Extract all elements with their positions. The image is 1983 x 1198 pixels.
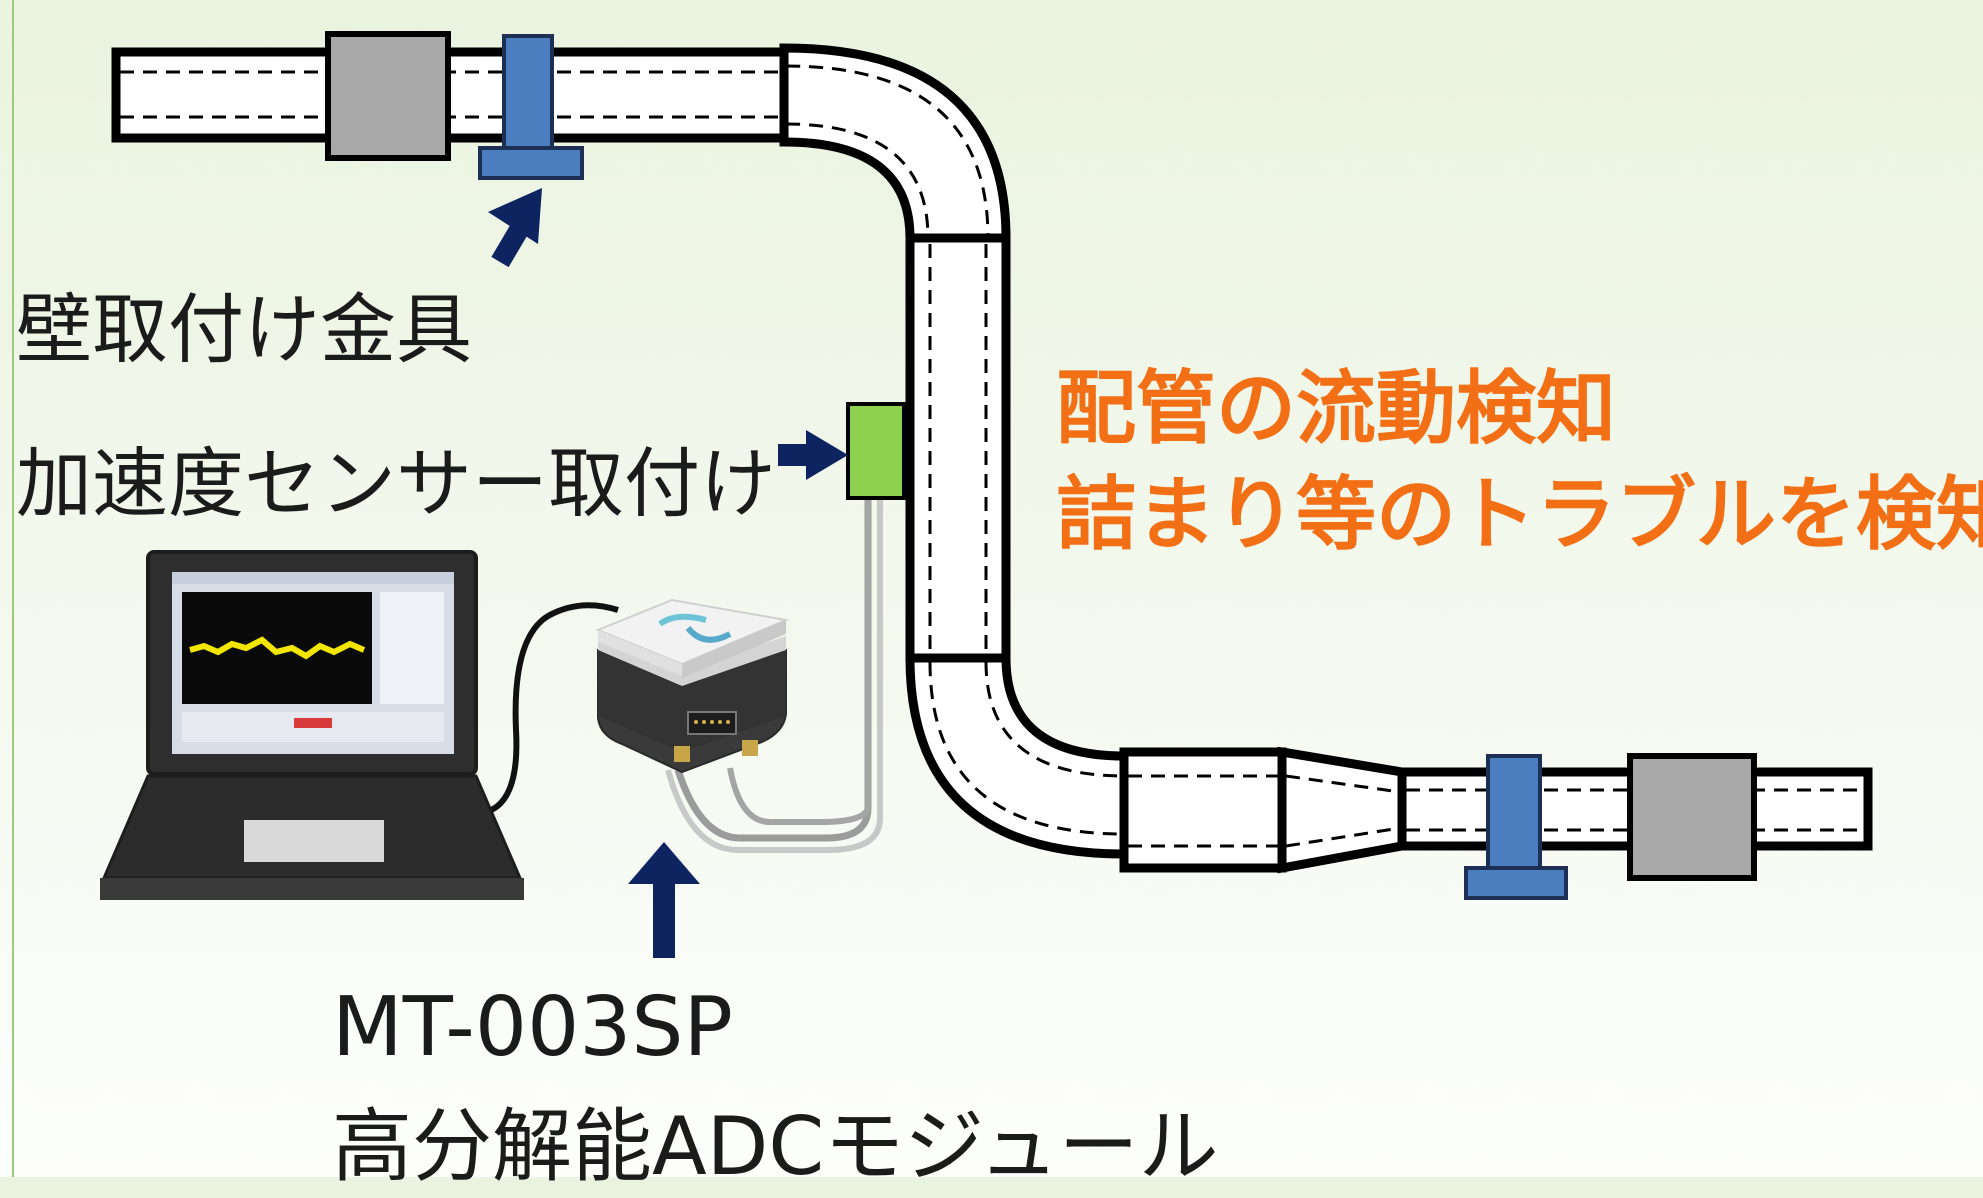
arrow-to-adc-module bbox=[628, 842, 700, 958]
left-border-line bbox=[12, 0, 14, 1177]
module-label: 高分解能ADCモジュール bbox=[332, 1100, 1219, 1193]
laptop-usb-cable bbox=[484, 602, 619, 815]
sensor-mount-label: 加速度センサー取付け bbox=[16, 439, 776, 528]
bottom-large-section bbox=[1119, 747, 1287, 873]
vertical-pipe bbox=[905, 233, 1011, 663]
lower-elbow bbox=[905, 653, 1129, 859]
adc-module bbox=[595, 598, 790, 774]
top-pipe bbox=[111, 47, 793, 143]
wall-bracket-label: 壁取付け金具 bbox=[16, 285, 472, 374]
headline-flow-detection: 配管の流動検知 bbox=[1056, 362, 1616, 455]
arrow-to-wall-bracket bbox=[488, 188, 542, 268]
model-label: MT-003SP bbox=[332, 980, 733, 1075]
cable-sensor-to-module bbox=[665, 498, 883, 853]
top-gray-coupling bbox=[325, 31, 451, 161]
headline-clog-detection: 詰まり等のトラブルを検知 bbox=[1056, 468, 1983, 561]
reducer bbox=[1277, 746, 1407, 874]
upper-elbow bbox=[779, 43, 1011, 243]
bottom-gray-coupling bbox=[1627, 753, 1757, 881]
top-wall-bracket bbox=[478, 34, 584, 180]
accelerometer-sensor bbox=[846, 402, 906, 500]
arrow-to-sensor bbox=[778, 430, 848, 480]
laptop bbox=[100, 550, 619, 900]
bottom-wall-bracket bbox=[1464, 754, 1568, 900]
